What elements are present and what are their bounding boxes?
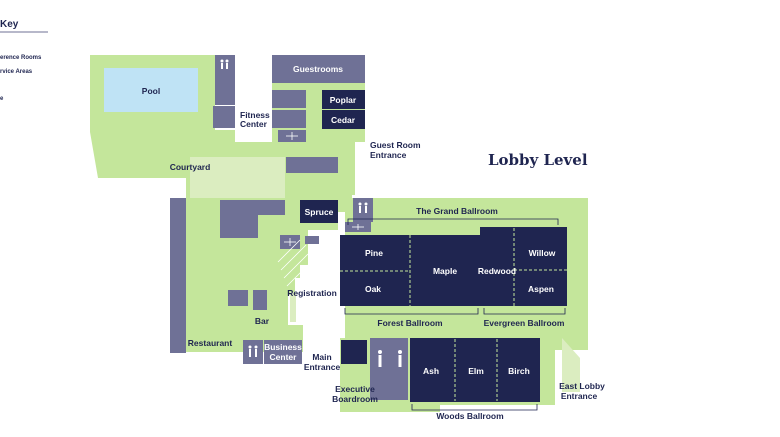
poplar-label: Poplar (330, 95, 357, 105)
guest-room-entrance-label-line2: Entrance (370, 150, 407, 160)
restaurant-label: Restaurant (188, 338, 233, 348)
key-item-other: e (0, 96, 4, 102)
map-title: Lobby Level (488, 151, 588, 169)
restroom-block (353, 198, 373, 222)
main-entrance-label-line2: Entrance (304, 362, 341, 372)
courtyard-label: Courtyard (170, 162, 211, 172)
fitness-center-label-line2: Center (240, 119, 268, 129)
executive-boardroom[interactable] (341, 340, 367, 364)
room-cedar[interactable] (322, 110, 365, 129)
pool-label: Pool (142, 86, 160, 96)
room-poplar[interactable] (322, 90, 365, 109)
service-block (272, 90, 306, 108)
service-areas (170, 55, 408, 400)
map-key: Key erence Rooms rvice Areas e (0, 19, 48, 102)
east-walkway (562, 338, 580, 392)
guestrooms-block (272, 55, 365, 83)
guest-room-entrance-label-line1: Guest Room (370, 140, 421, 150)
service-block (170, 198, 186, 353)
spruce-label: Spruce (305, 207, 334, 217)
registration-label: Registration (287, 288, 337, 298)
business-center-label-line1: Business (264, 342, 302, 352)
restroom-icon (220, 59, 229, 69)
east-lobby-entrance-label-line1: East Lobby (559, 381, 605, 391)
restroom-icon (378, 350, 402, 367)
maple-label: Maple (433, 266, 457, 276)
registration-desk (277, 239, 309, 287)
redwood-label: Redwood (478, 266, 516, 276)
forest-ballroom-label: Forest Ballroom (377, 318, 443, 328)
aspen-label: Aspen (528, 284, 554, 294)
pool (104, 68, 198, 112)
service-block (305, 236, 319, 244)
elevator-icon (352, 224, 364, 230)
grand-ballroom-bracket (347, 218, 559, 225)
oak-label: Oak (365, 284, 381, 294)
ash-label: Ash (423, 366, 439, 376)
key-item-service-areas: rvice Areas (0, 69, 33, 75)
executive-boardroom-label-line2: Boardroom (332, 394, 378, 404)
restroom-block (243, 340, 263, 364)
woods-ballroom-bracket (411, 404, 538, 411)
key-item-conference-rooms: erence Rooms (0, 55, 42, 61)
fitness-center-label-line1: Fitness (240, 110, 270, 120)
service-block (253, 290, 267, 310)
woods-ballroom[interactable] (410, 338, 540, 402)
grand-ballroom-label: The Grand Ballroom (416, 206, 498, 216)
restroom-block (370, 338, 408, 400)
key-title: Key (0, 19, 19, 30)
room-dividers (340, 228, 567, 401)
elevator-icon (286, 132, 298, 140)
service-block (215, 55, 235, 105)
service-block (272, 110, 306, 128)
restroom-icon (358, 202, 368, 213)
meeting-rooms (300, 90, 567, 402)
business-center-label-line2: Center (270, 352, 298, 362)
evergreen-ballroom-label: Evergreen Ballroom (484, 318, 565, 328)
service-block (286, 157, 338, 173)
elm-label: Elm (468, 366, 484, 376)
evergreen-ballroom-bracket (483, 308, 566, 315)
service-block (213, 106, 235, 128)
guestrooms-label: Guestrooms (293, 64, 343, 74)
room-spruce[interactable] (300, 200, 338, 223)
forest-ballroom-bracket (344, 308, 479, 315)
business-center-block (264, 340, 302, 364)
cedar-label: Cedar (331, 115, 356, 125)
restroom-icon (248, 345, 258, 357)
elevator-icon (284, 238, 296, 246)
birch-label: Birch (508, 366, 530, 376)
service-block (228, 290, 248, 306)
willow-label: Willow (529, 248, 556, 258)
main-entrance-label-line1: Main (312, 352, 331, 362)
executive-boardroom-label-line1: Executive (335, 384, 375, 394)
service-block (220, 200, 285, 238)
evergreen-ballroom[interactable] (480, 227, 567, 306)
ballroom-brackets (344, 218, 566, 411)
bar-label: Bar (255, 316, 270, 326)
pine-label: Pine (365, 248, 383, 258)
east-lobby-entrance-label-line2: Entrance (561, 391, 598, 401)
courtyard-area (190, 157, 285, 198)
woods-ballroom-label: Woods Ballroom (436, 411, 504, 421)
